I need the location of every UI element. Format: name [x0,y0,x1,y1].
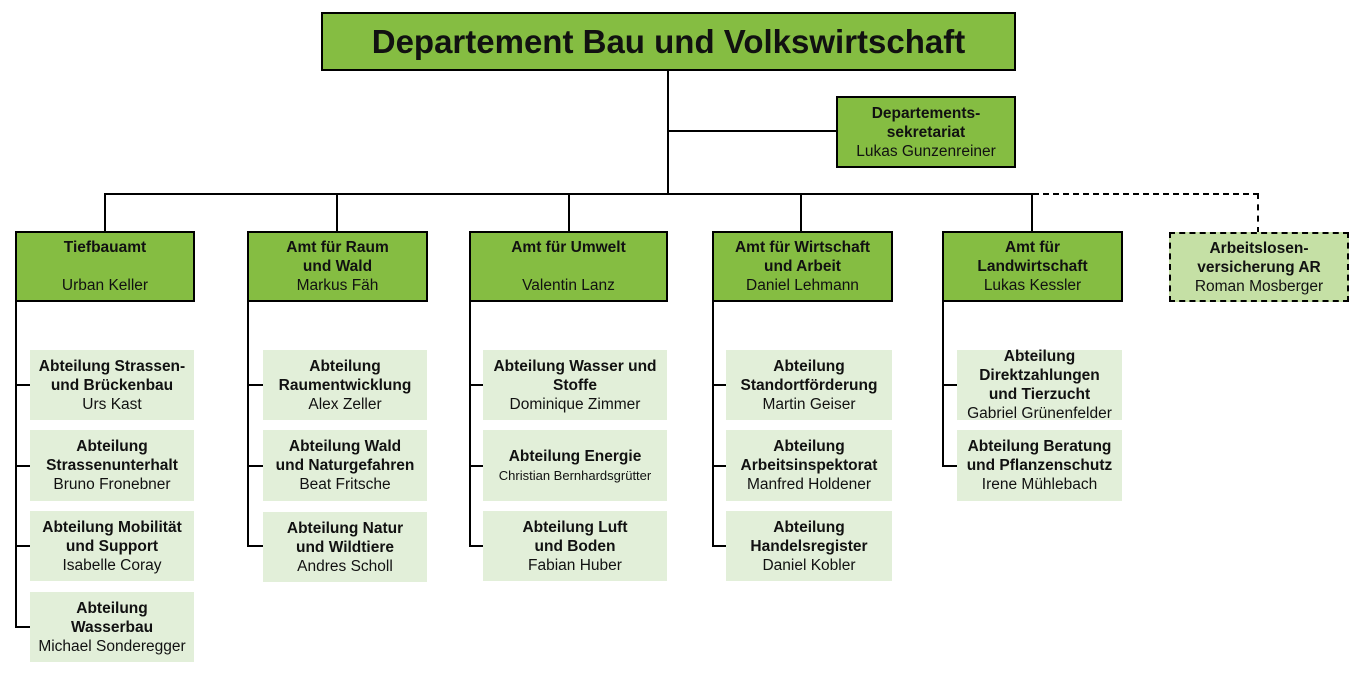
dept-name: Abteilung Raumentwicklung [278,357,412,394]
dept-head: Irene Mühlebach [981,476,1098,493]
dept-head: Martin Geiser [762,395,856,413]
connector-office-drop [1031,193,1033,232]
dept-box: Abteilung Raumentwicklung Alex Zeller [263,350,427,420]
connector-dept-stub [15,465,30,467]
dept-name: Abteilung Wasser und Stoffe [493,357,657,394]
dept-head: Urs Kast [82,395,142,413]
connector-dept-spine [247,300,249,547]
dept-name: Abteilung Energie [508,447,642,465]
dept-name: Abteilung Arbeitsinspektorat [740,438,878,474]
connector-dept-stub [942,465,957,467]
connector-dept-stub [15,384,30,386]
connector-affiliated-dashed-h [1033,193,1259,195]
office-name: Amt für Umwelt [511,239,626,256]
dept-head: Christian Bernhardsgrütter [498,467,652,483]
office-name: Tiefbauamt [63,239,147,256]
dept-box: Abteilung Strassen- und Brückenbau Urs K… [30,350,194,420]
connector-dept-stub [712,465,726,467]
connector-dept-stub [942,384,957,386]
connector-office-drop [104,193,106,232]
connector-dept-stub [469,465,483,467]
dept-head: Andres Scholl [297,557,393,575]
dept-head: Dominique Zimmer [509,395,641,413]
dept-name: Abteilung Beratung und Pflanzenschutz [966,438,1113,474]
connector-dept-stub [469,384,483,386]
connector-dept-stub [712,545,726,547]
dept-box: Abteilung Strassenunterhalt Bruno Froneb… [30,430,194,501]
department-title-box: Departement Bau und Volkswirtschaft [321,12,1016,71]
dept-box: Abteilung Wald und Naturgefahren Beat Fr… [263,430,427,501]
connector-affiliated-dashed-v [1257,193,1259,233]
connector-title-trunk [667,70,669,195]
dept-head: Beat Fritsche [299,476,391,493]
dept-name: Abteilung Natur und Wildtiere [286,519,404,556]
office-head: Urban Keller [61,277,149,294]
dept-name: Abteilung Standortförderung [740,357,878,394]
office-head: Markus Fäh [296,277,379,294]
dept-box: Abteilung Direktzahlungen und Tierzucht … [957,348,1122,422]
connector-office-drop [336,193,338,232]
dept-name: Abteilung Wald und Naturgefahren [275,438,415,474]
dept-box: Abteilung Energie Christian Bernhardsgrü… [483,430,667,501]
connector-dept-stub [15,626,30,628]
connector-dept-stub [15,545,30,547]
connector-dept-stub [712,384,726,386]
office-box-landwirtschaft: Amt für Landwirtschaft Lukas Kessler [942,231,1123,302]
dept-box: Abteilung Wasserbau Michael Sonderegger [30,592,194,662]
dept-name: Abteilung Strassenunterhalt [46,438,178,474]
dept-name: Abteilung Handelsregister [750,518,868,555]
dept-head: Daniel Kobler [762,556,856,574]
connector-secretariat [667,130,837,132]
office-box-wirtschaft-arbeit: Amt für Wirtschaft und Arbeit Daniel Leh… [712,231,893,302]
dept-name: Abteilung Luft und Boden [522,518,628,555]
office-head: Valentin Lanz [522,277,615,294]
connector-dept-stub [247,465,263,467]
dept-box: Abteilung Natur und Wildtiere Andres Sch… [263,512,427,582]
department-title: Departement Bau und Volkswirtschaft [371,22,966,60]
dept-head: Isabelle Coray [62,556,162,574]
connector-office-drop [800,193,802,232]
dept-head: Manfred Holdener [746,476,872,493]
connector-dept-stub [469,545,483,547]
affiliated-box-alv: Arbeitslosen- versicherung AR Roman Mosb… [1169,232,1349,302]
dept-head: Bruno Fronebner [53,476,171,493]
secretariat-name: Departements- sekretariat [871,104,981,141]
office-head: Daniel Lehmann [746,277,859,294]
office-name: Amt für Landwirtschaft [977,239,1088,275]
office-head: Lukas Kessler [983,277,1082,294]
dept-box: Abteilung Beratung und Pflanzenschutz Ir… [957,430,1122,501]
dept-name: Abteilung Direktzahlungen und Tierzucht [979,348,1100,403]
office-box-raum-wald: Amt für Raum und Wald Markus Fäh [247,231,428,302]
dept-head: Michael Sonderegger [38,637,186,655]
dept-name: Abteilung Wasserbau [70,599,154,636]
connector-office-drop [568,193,570,232]
connector-dept-spine [469,300,471,547]
dept-head: Gabriel Grünenfelder [967,405,1112,422]
affiliated-head: Roman Mosberger [1194,277,1324,295]
office-box-umwelt: Amt für Umwelt Valentin Lanz [469,231,668,302]
dept-name: Abteilung Strassen- und Brückenbau [38,357,186,394]
dept-box: Abteilung Luft und Boden Fabian Huber [483,511,667,581]
secretariat-box: Departements- sekretariat Lukas Gunzenre… [836,96,1016,168]
dept-head: Fabian Huber [528,556,622,574]
dept-name: Abteilung Mobilität und Support [42,518,182,555]
connector-dept-spine [942,300,944,467]
connector-dept-stub [247,384,263,386]
office-name: Amt für Wirtschaft und Arbeit [734,239,871,275]
dept-box: Abteilung Wasser und Stoffe Dominique Zi… [483,350,667,420]
secretariat-person: Lukas Gunzenreiner [856,142,996,160]
office-box-tiefbauamt: Tiefbauamt Urban Keller [15,231,195,302]
dept-box: Abteilung Standortförderung Martin Geise… [726,350,892,420]
affiliated-name: Arbeitslosen- versicherung AR [1197,239,1321,276]
dept-head: Alex Zeller [308,395,382,413]
office-name: Amt für Raum und Wald [286,239,389,275]
connector-dept-spine [15,300,17,628]
connector-dept-spine [712,300,714,547]
dept-box: Abteilung Mobilität und Support Isabelle… [30,511,194,581]
dept-box: Abteilung Handelsregister Daniel Kobler [726,511,892,581]
connector-dept-stub [247,545,263,547]
dept-box: Abteilung Arbeitsinspektorat Manfred Hol… [726,430,892,501]
